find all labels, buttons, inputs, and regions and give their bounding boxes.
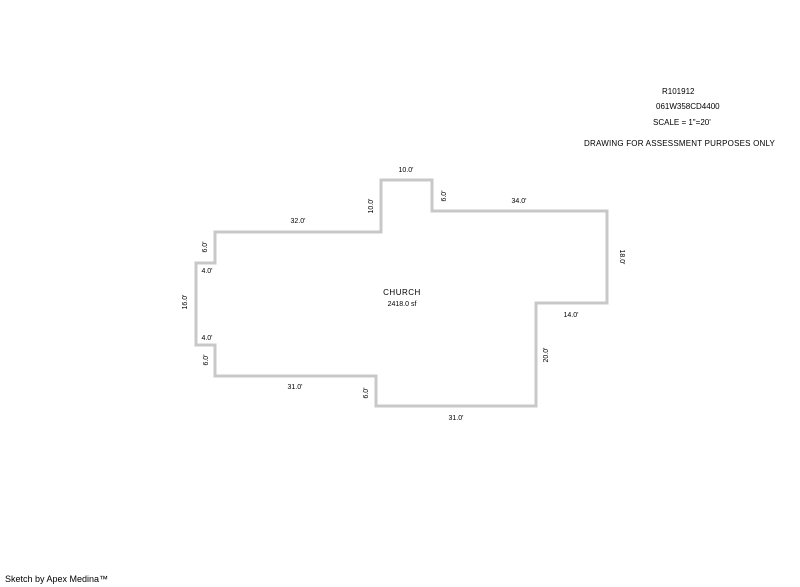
scale-label: SCALE = 1"=20' (653, 118, 711, 127)
parcel-id: 061W358CD4400 (656, 102, 720, 111)
building-outline (194, 178, 609, 408)
dim-right-lower: 20.0' (543, 348, 550, 363)
area-value: 2418.0 sf (388, 301, 417, 308)
dim-left-lower-jog: 4.0' (201, 335, 212, 342)
dim-left-side: 16.0' (182, 295, 189, 310)
dim-right-side: 18.0' (618, 250, 625, 265)
dim-top-step-right: 6.0' (441, 190, 448, 201)
area-label: CHURCH (383, 288, 421, 297)
dim-left-lower-step: 6.0' (203, 354, 210, 365)
dim-bottom-right: 31.0' (449, 415, 464, 422)
dim-bottom-left: 31.0' (288, 384, 303, 391)
record-id: R101912 (662, 87, 695, 96)
dim-right-notch: 14.0' (564, 312, 579, 319)
dim-left-upper-jog: 4.0' (201, 268, 212, 275)
dim-top-left: 32.0' (291, 218, 306, 225)
footer-credit: Sketch by Apex Medina™ (5, 574, 109, 584)
dim-top-step: 10.0' (399, 167, 414, 174)
dim-top-right: 34.0' (512, 198, 527, 205)
dim-top-step-left: 10.0' (368, 199, 375, 214)
assessment-note: DRAWING FOR ASSESSMENT PURPOSES ONLY (584, 139, 776, 148)
dim-bottom-step: 6.0' (363, 387, 370, 398)
dim-left-upper-step: 6.0' (202, 241, 209, 252)
